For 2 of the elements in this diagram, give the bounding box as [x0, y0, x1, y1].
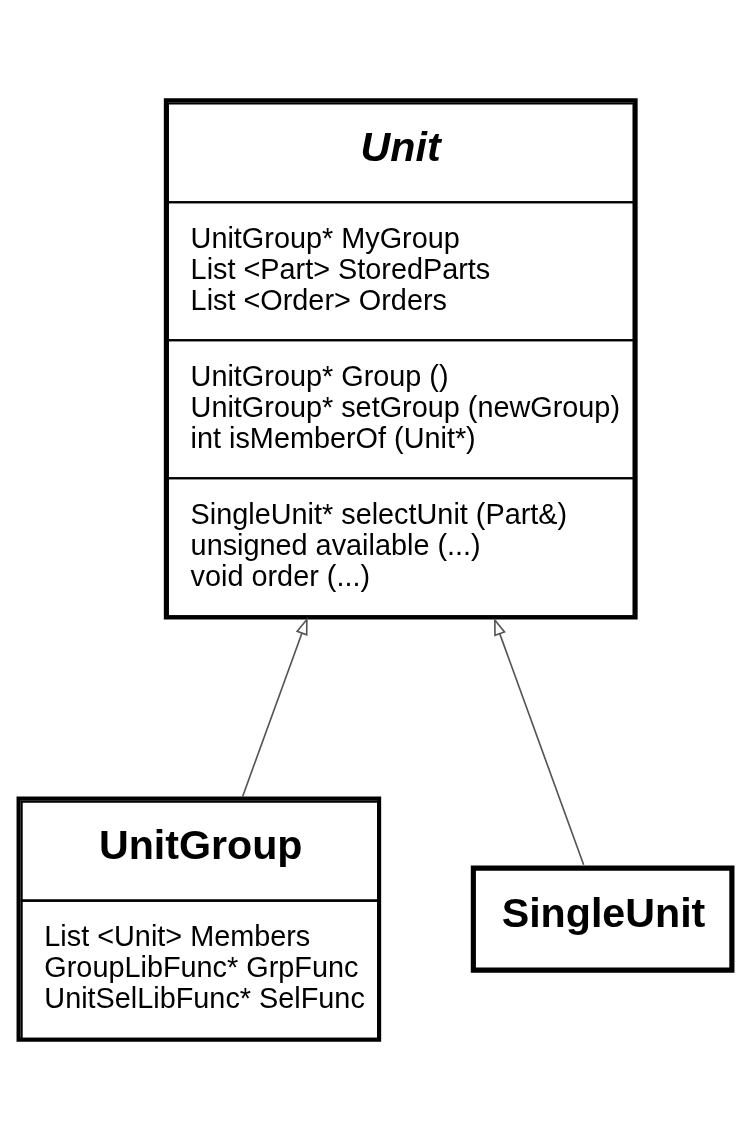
arrow [241, 616, 308, 797]
arrow [493, 617, 585, 866]
